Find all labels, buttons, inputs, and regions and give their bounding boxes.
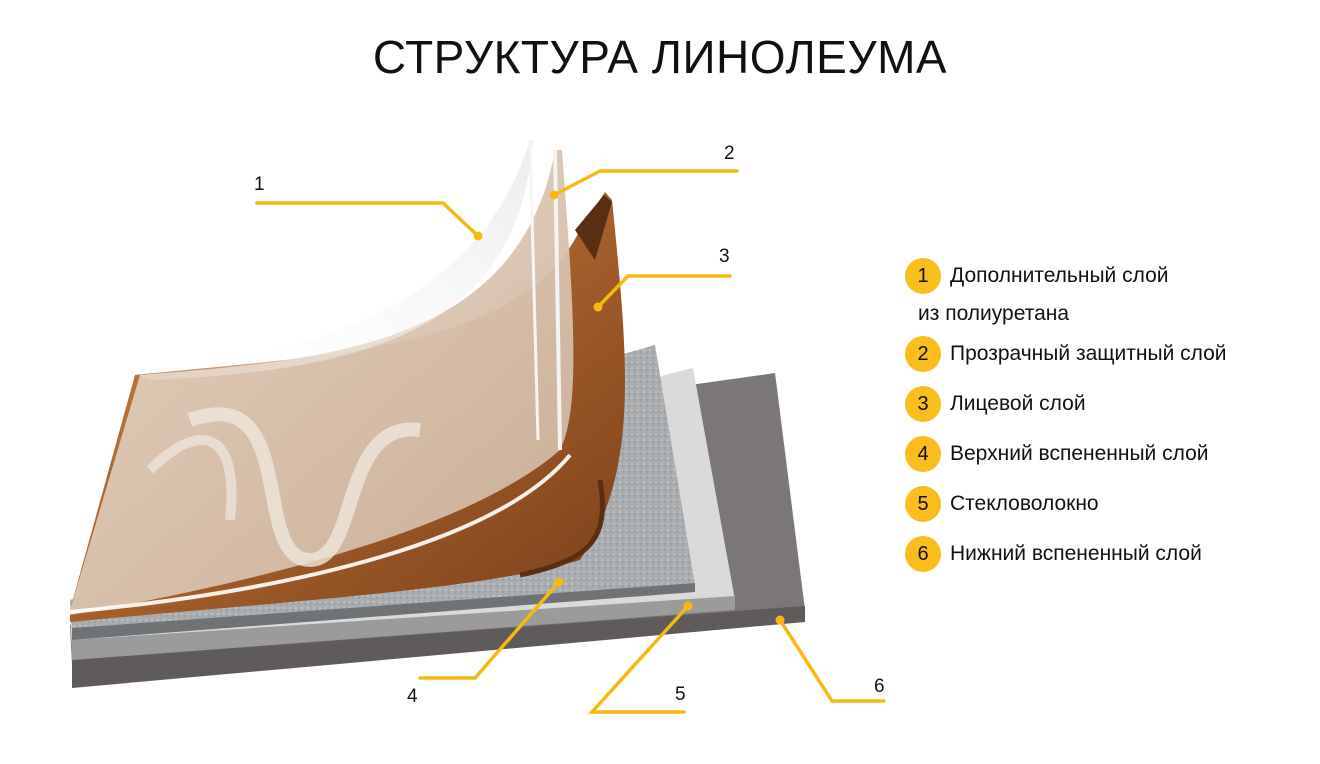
callout-number-1: 1 [254, 174, 265, 195]
leader-line-1 [255, 201, 480, 238]
callout-number-4: 4 [407, 686, 418, 707]
legend-item-6: 6 Нижний вспененный слой [905, 536, 1320, 572]
legend-label: Верхний вспененный слой [950, 442, 1209, 465]
leader-line-4 [418, 580, 561, 680]
legend-label: Нижний вспененный слой [950, 542, 1202, 565]
number-badge: 3 [905, 386, 941, 422]
callout-number-5: 5 [675, 684, 686, 705]
number-badge: 2 [905, 336, 941, 372]
legend: 1 Дополнительный слой из полиуретана 2 П… [905, 258, 1320, 586]
page-title: СТРУКТУРА ЛИНОЛЕУМА [372, 31, 948, 83]
number-badge: 6 [905, 536, 941, 572]
legend-item-2: 2 Прозрачный защитный слой [905, 336, 1320, 372]
callout-number-6: 6 [874, 676, 885, 697]
legend-item-5: 5 Стекловолокно [905, 486, 1320, 522]
leader-line-5 [588, 604, 690, 714]
number-badge: 5 [905, 486, 941, 522]
number-badge: 4 [905, 436, 941, 472]
legend-item-4: 4 Верхний вспененный слой [905, 436, 1320, 472]
leader-line-6 [778, 618, 886, 703]
number-badge: 1 [905, 258, 941, 294]
legend-label: Стекловолокно [950, 492, 1099, 515]
legend-label: Прозрачный защитный слой [950, 342, 1227, 365]
polyurethane-layer [69, 139, 572, 614]
leader-line-2 [552, 169, 739, 197]
callout-number-3: 3 [719, 246, 730, 267]
legend-item-3: 3 Лицевой слой [905, 386, 1320, 422]
legend-label: Дополнительный слой [950, 264, 1169, 287]
leader-line-3 [596, 274, 732, 309]
legend-label: Лицевой слой [950, 392, 1086, 415]
protective-layer [70, 149, 574, 615]
leader-lines [255, 169, 886, 714]
legend-label-line2: из полиуретана [918, 302, 1070, 325]
callout-number-2: 2 [724, 143, 735, 164]
legend-item-1: 1 Дополнительный слой из полиуретана [905, 258, 1320, 326]
leader-dots [473, 190, 785, 625]
